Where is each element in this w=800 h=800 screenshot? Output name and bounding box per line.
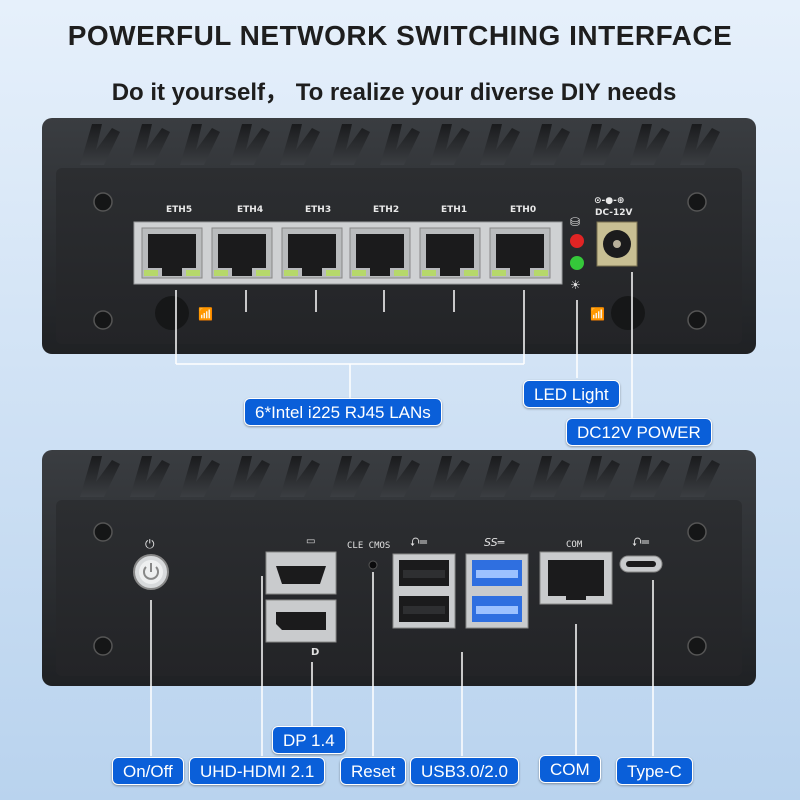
dc-symbol-icon: ⊙-●-⊕ <box>594 196 624 206</box>
antenna-cover <box>611 296 645 330</box>
rj45-ports <box>141 227 551 279</box>
green-led <box>570 256 584 270</box>
screw-icon <box>93 636 113 656</box>
port-label-eth4: ETH4 <box>237 205 263 215</box>
usb2-port-stack[interactable] <box>392 553 456 629</box>
disk-icon: ⛁ <box>570 215 580 229</box>
type-c-port[interactable] <box>619 555 663 573</box>
rear-callout-lines <box>150 572 654 756</box>
wifi-icon: 📶 <box>590 307 605 321</box>
cmos-label: CLE CMOS <box>347 541 390 551</box>
front-heatsink-fins <box>80 124 720 165</box>
rj45-port-eth1[interactable] <box>419 227 481 279</box>
callout-hdmi: UHD-HDMI 2.1 <box>189 757 326 785</box>
dc-power-label: DC-12V <box>595 208 633 218</box>
usb-c-icon: ⮏═ <box>632 535 650 549</box>
callout-onoff: On/Off <box>112 757 184 785</box>
front-device: 📶 📶 ETH5 ETH4 ETH3 ETH2 ETH1 ETH0 <box>42 118 756 418</box>
port-label-eth5: ETH5 <box>166 205 192 215</box>
front-callout-lines <box>175 272 633 418</box>
screw-icon <box>687 192 707 212</box>
power-button[interactable] <box>133 554 169 590</box>
rear-heatsink-fins <box>80 456 720 497</box>
hdmi-port[interactable] <box>265 551 337 595</box>
reset-pinhole[interactable] <box>368 560 378 570</box>
dc-power-jack[interactable] <box>596 221 638 267</box>
tagline: Do it yourself， To realize your diverse … <box>111 79 677 106</box>
callout-led: LED Light <box>523 380 620 408</box>
com-rj45-port[interactable] <box>539 551 613 605</box>
red-led <box>570 234 584 248</box>
rj45-port-eth0[interactable] <box>489 227 551 279</box>
callout-lan: 6*Intel i225 RJ45 LANs <box>244 398 442 426</box>
screw-icon <box>687 522 707 542</box>
power-symbol-icon: ⏻ <box>145 537 155 551</box>
displayport-port[interactable] <box>265 599 337 643</box>
rj45-port-eth3[interactable] <box>281 227 343 279</box>
com-port-label: COM <box>566 540 583 550</box>
screw-icon <box>687 310 707 330</box>
rj45-port-eth5[interactable] <box>141 227 203 279</box>
rj45-port-eth4[interactable] <box>211 227 273 279</box>
rj45-port-eth2[interactable] <box>349 227 411 279</box>
usb3-ss-icon: SS═ <box>484 536 505 549</box>
screw-icon <box>93 192 113 212</box>
callout-com: COM <box>539 755 601 783</box>
antenna-cover <box>155 296 189 330</box>
port-label-eth3: ETH3 <box>305 205 331 215</box>
rear-device: ⏻ ▭ D CLE CMOS ⮏═ SS <box>42 450 756 756</box>
usb3-port-stack[interactable] <box>465 553 529 629</box>
callout-typec: Type-C <box>616 757 693 785</box>
power-light-icon: ☀ <box>570 278 581 292</box>
port-label-eth1: ETH1 <box>441 205 467 215</box>
screw-icon <box>93 522 113 542</box>
callout-usb: USB3.0/2.0 <box>410 757 519 785</box>
screw-icon <box>93 310 113 330</box>
callout-dp: DP 1.4 <box>272 726 346 754</box>
headline: POWERFUL NETWORK SWITCHING INTERFACE <box>67 20 733 51</box>
hdmi-logo-icon: ▭ <box>306 536 315 547</box>
usb-icon: ⮏═ <box>410 535 428 549</box>
callout-reset: Reset <box>340 757 407 785</box>
port-label-eth2: ETH2 <box>373 205 399 215</box>
screw-icon <box>687 636 707 656</box>
port-label-eth0: ETH0 <box>510 205 536 215</box>
callout-power: DC12V POWER <box>566 418 712 446</box>
wifi-icon: 📶 <box>198 307 213 321</box>
dp-logo-icon: D <box>311 647 319 658</box>
